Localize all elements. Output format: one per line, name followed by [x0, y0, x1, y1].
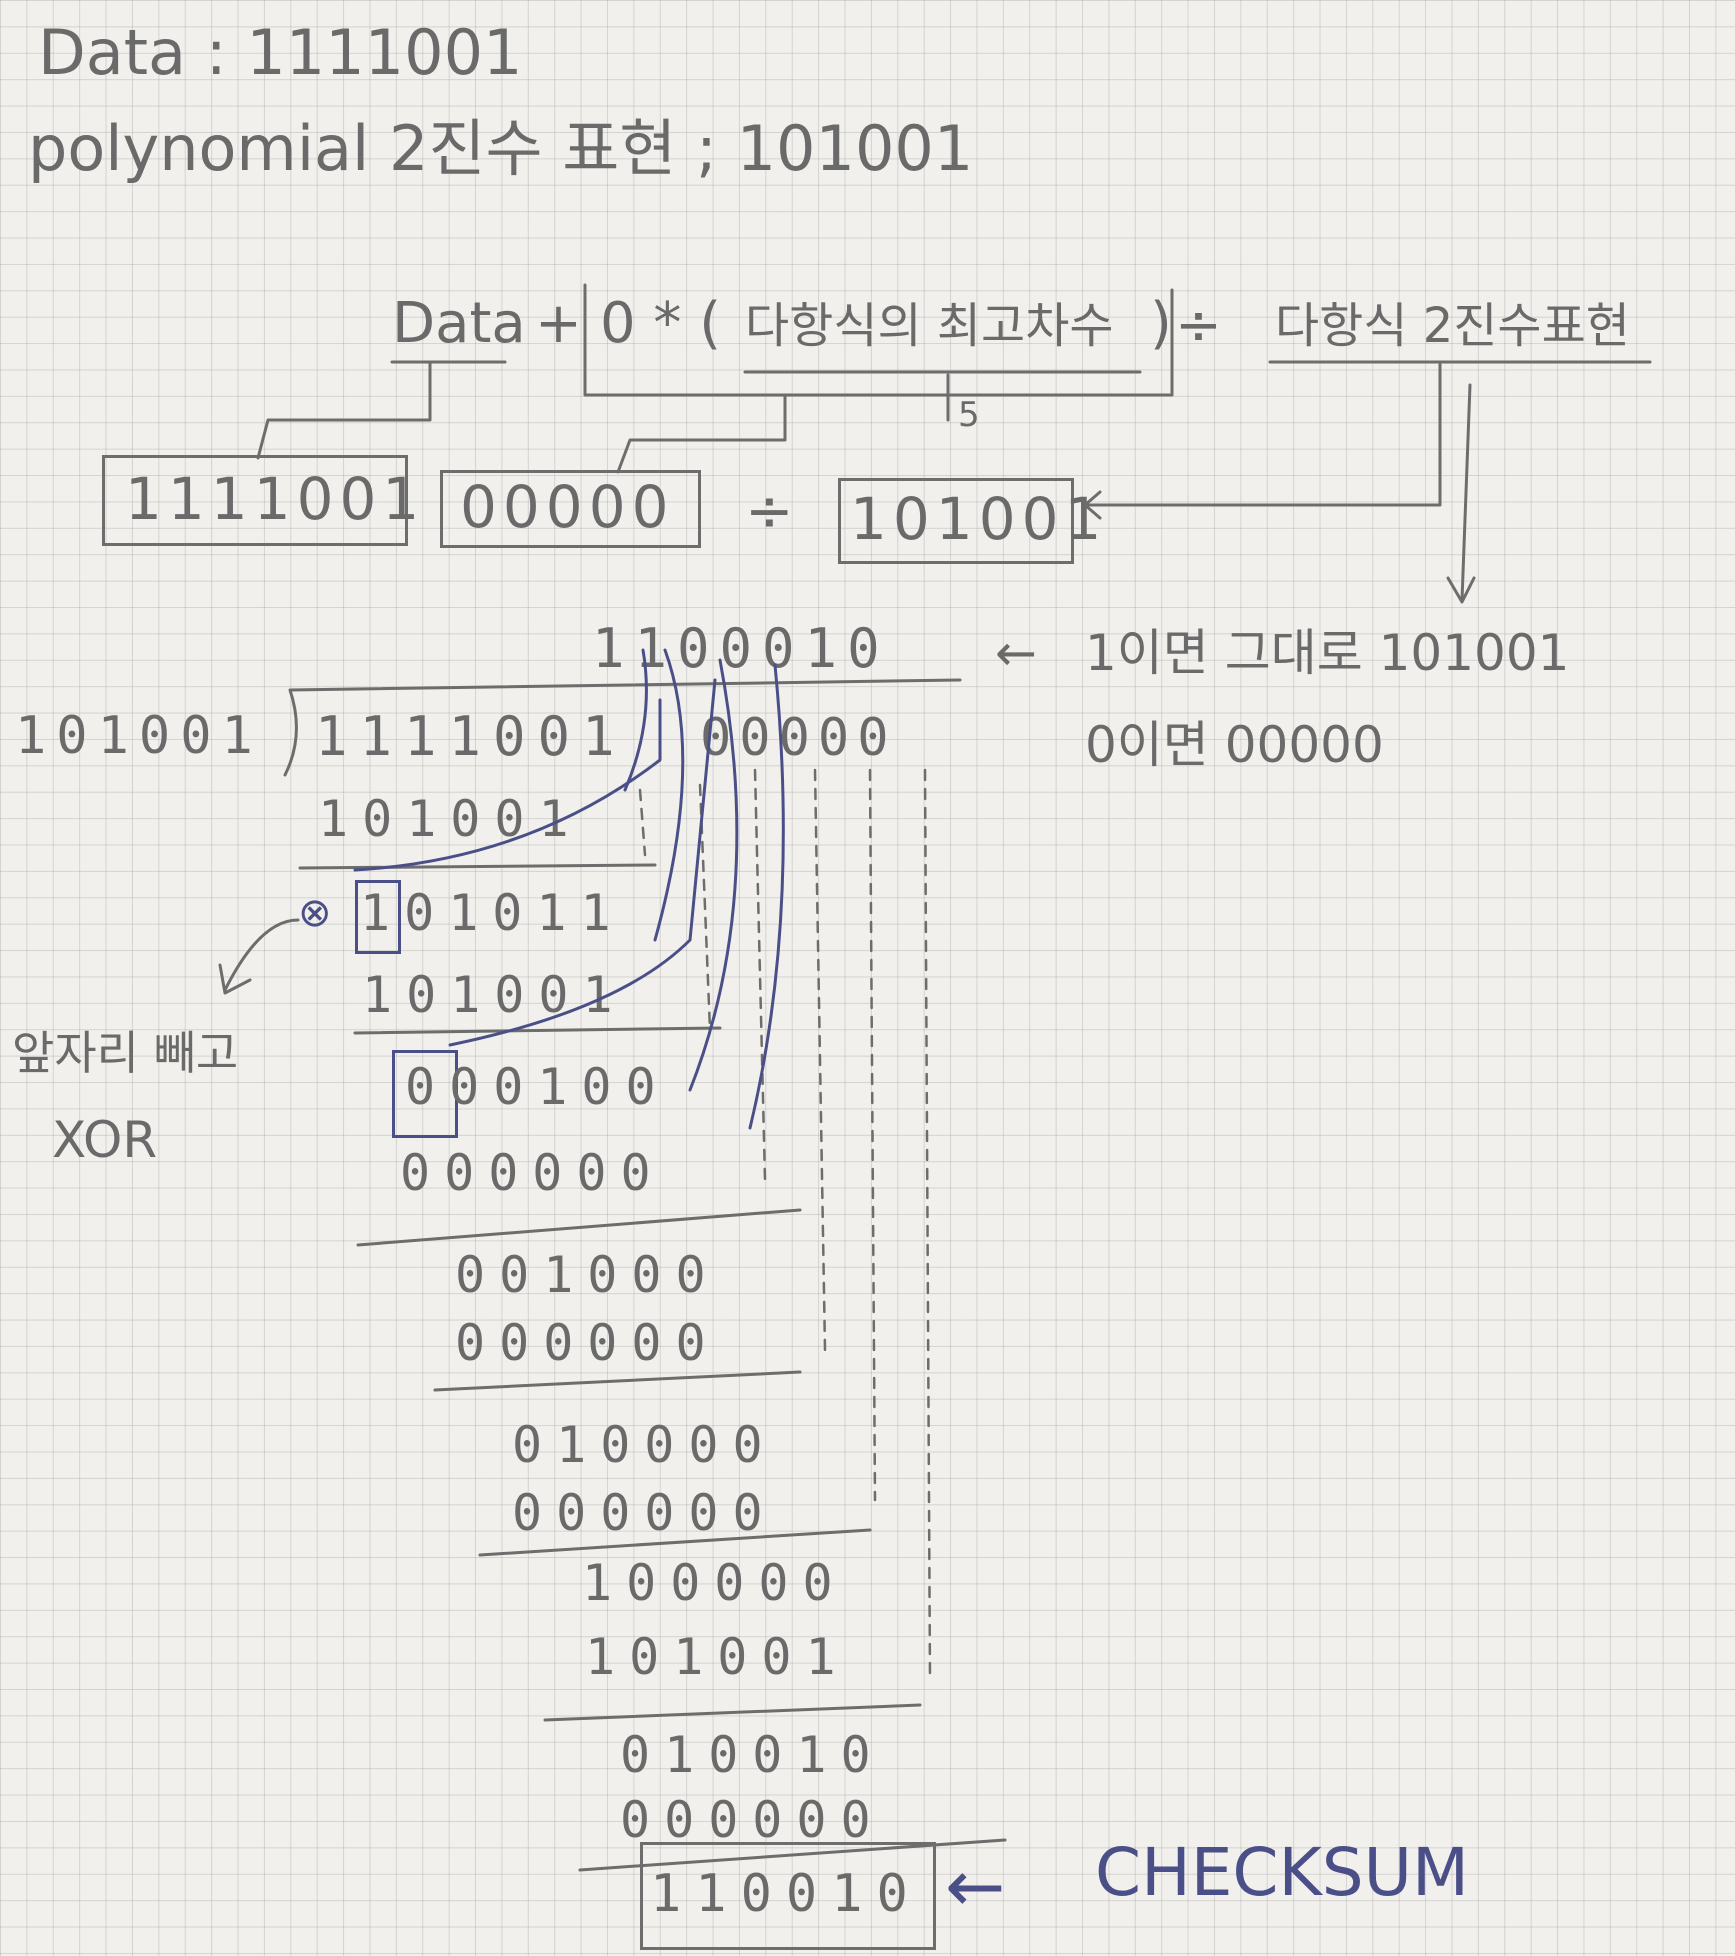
zero-bits-box [440, 470, 701, 548]
division-bracket [283, 678, 962, 777]
data-bits: 1111001 [125, 465, 426, 533]
quotient-arrow [748, 663, 785, 1130]
step-row: 000000 [455, 1314, 720, 1372]
first-bit-mark: ⊗ [298, 890, 332, 936]
divisor-pointer-head [1083, 490, 1102, 520]
quotient-arrow [653, 648, 685, 942]
bringdown-guide [813, 768, 827, 1352]
step-row: 000000 [512, 1484, 777, 1542]
step-row: 101001 [585, 1628, 850, 1686]
divisor-bits: 101001 [850, 485, 1108, 553]
rule-6 [543, 1703, 922, 1722]
bringdown-guide [923, 768, 932, 1682]
polynomial-line: polynomial 2진수 표현 ; 101001 [28, 112, 974, 185]
rule-5 [478, 1528, 872, 1557]
formula-zeros-expr: 0 * ( [600, 291, 722, 356]
zeros-bracket [583, 283, 1174, 397]
quotient-note-arrow: ← [995, 624, 1037, 682]
boxed-bit-1-frame [355, 880, 401, 954]
data-pointer [256, 360, 432, 460]
formula-data: Data [392, 291, 526, 356]
formula-close: ) [1150, 291, 1172, 356]
quotient-bits: 1100010 [592, 617, 890, 680]
divide-sign: ÷ [745, 477, 800, 545]
rule-2 [353, 1026, 722, 1035]
rule-1 [298, 863, 657, 870]
quotient-rule-head [1446, 576, 1476, 604]
formula-divide: ÷ [1175, 293, 1222, 358]
quotient-note-zero: 0이면 00000 [1085, 716, 1384, 774]
checksum-box [640, 1842, 936, 1950]
quotient-arrow [623, 648, 648, 792]
formula-plus: + [535, 291, 582, 356]
bringdown-guide [753, 768, 767, 1182]
rule-4 [433, 1370, 802, 1392]
rule-7 [578, 1838, 1007, 1872]
step-row: 010010 [620, 1726, 885, 1784]
carry-arrow [353, 698, 662, 872]
side-note-line1: 앞자리 빼고 [12, 1026, 239, 1080]
bringdown-guide [638, 788, 647, 857]
quotient-rule-pointer [1460, 383, 1472, 602]
division-result: 110010 [650, 1864, 922, 1924]
quotient-arrow [688, 658, 739, 1092]
carry-arrow [448, 678, 717, 1047]
step-row: 000100 [405, 1058, 670, 1116]
quotient-note-one: 1이면 그대로 101001 [1085, 624, 1570, 682]
degree-value: 5 [958, 395, 980, 435]
rule-3 [356, 1208, 802, 1247]
bringdown-guide [868, 768, 877, 1502]
data-bits-box [102, 455, 408, 546]
step-row: 100000 [582, 1554, 847, 1612]
division-dividend: 1111001 [315, 705, 627, 768]
side-note-arrow [223, 918, 300, 992]
divisor-bits-box [838, 478, 1074, 564]
step-row: 010000 [512, 1416, 777, 1474]
side-note-arrow-head [218, 963, 252, 995]
zeros-pointer [616, 393, 787, 474]
checksum-arrow: ← [945, 1844, 1006, 1928]
step-row: 000000 [620, 1791, 885, 1849]
checksum-label: CHECKSUM [1095, 1834, 1469, 1911]
step-row: 001000 [455, 1246, 720, 1304]
step-row: 000000 [400, 1144, 665, 1202]
zero-bits: 00000 [460, 473, 675, 541]
formula-divisor-text: 다항식 2진수표현 [1275, 298, 1630, 354]
divisor-pointer [1083, 360, 1442, 507]
boxed-bit-2-frame [392, 1050, 458, 1138]
data-line: Data : 1111001 [38, 16, 523, 89]
step-row: 101011 [360, 884, 625, 942]
formula-degree-text: 다항식의 최고차수 [745, 298, 1114, 354]
division-divisor: 101001 [15, 706, 263, 766]
side-note-line2: XOR [52, 1111, 158, 1169]
